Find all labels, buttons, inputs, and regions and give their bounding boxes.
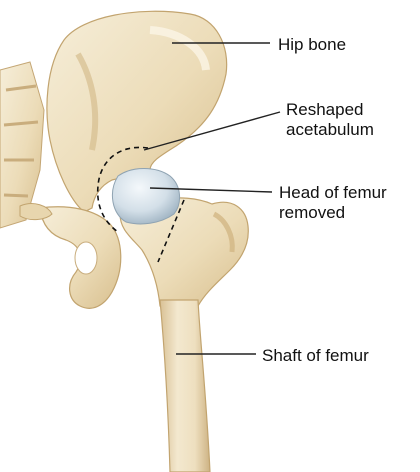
label-acetabulum-line1: Reshaped [286,100,374,120]
label-head-of-femur-removed: Head of femur removed [279,183,387,223]
femur [120,198,248,472]
label-acetabulum-line2: acetabulum [286,120,374,140]
prosthetic-head [112,169,179,224]
label-reshaped-acetabulum: Reshaped acetabulum [286,100,374,140]
label-head-line1: Head of femur [279,183,387,203]
label-shaft-of-femur: Shaft of femur [262,346,369,366]
sacrum [0,62,44,228]
label-hip-bone: Hip bone [278,35,346,55]
label-head-line2: removed [279,203,387,223]
